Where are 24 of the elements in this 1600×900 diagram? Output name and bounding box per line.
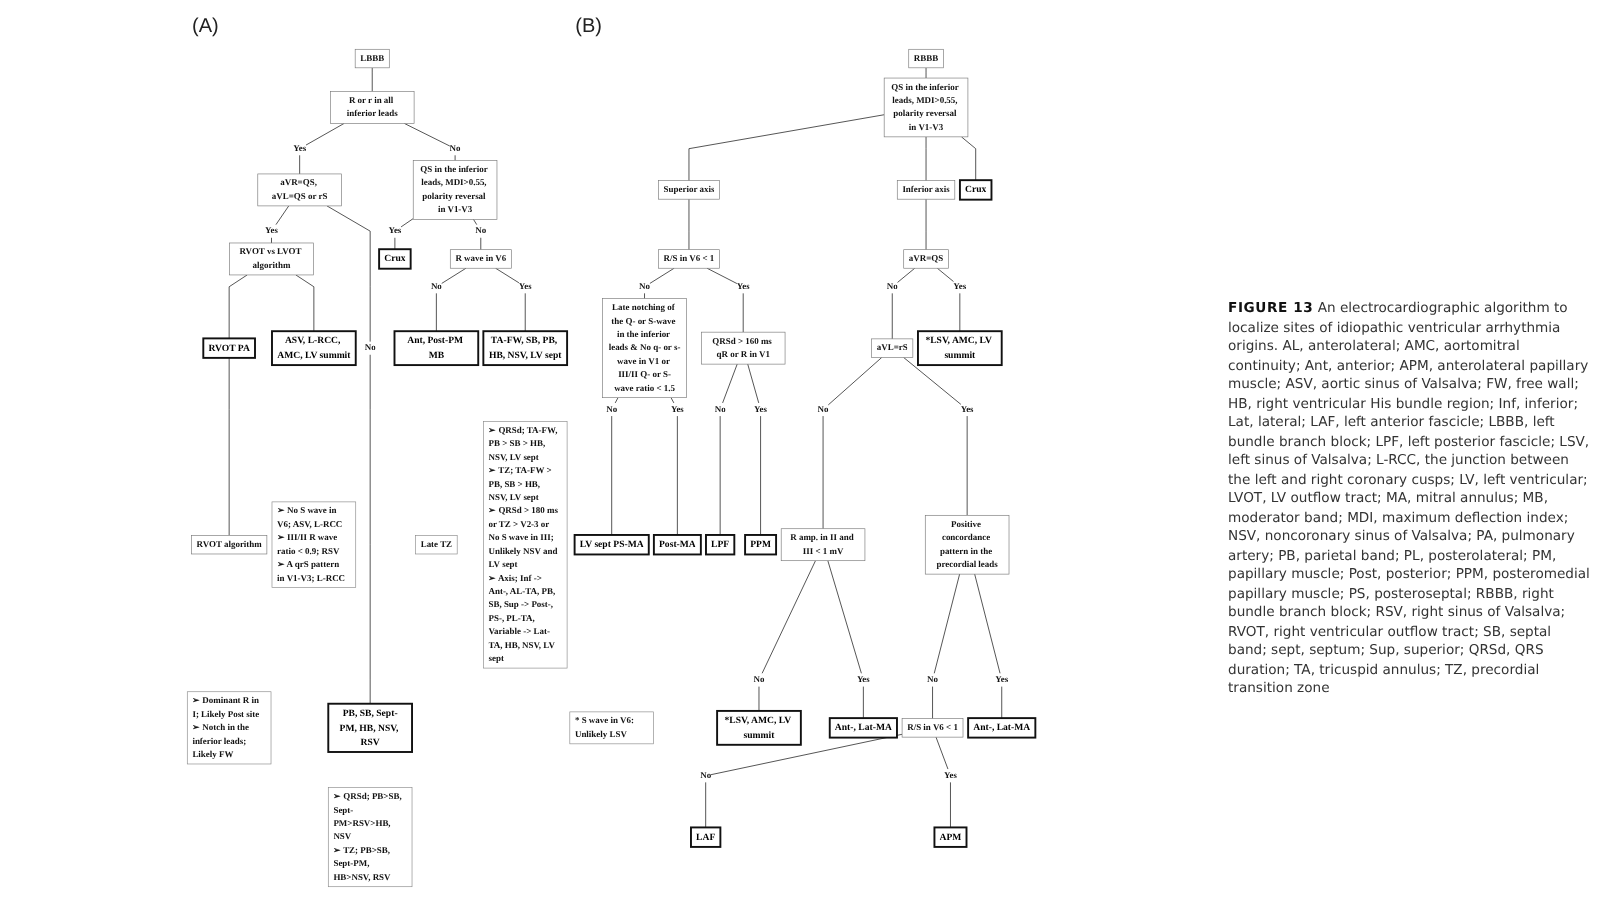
connector xyxy=(705,733,904,828)
connector xyxy=(296,274,315,332)
connector xyxy=(936,736,952,828)
connector xyxy=(759,560,817,712)
panel-label: (A) xyxy=(192,17,219,38)
connector xyxy=(961,136,977,181)
connector xyxy=(828,560,865,719)
connector xyxy=(327,205,372,705)
connector xyxy=(229,274,249,339)
connector xyxy=(823,357,883,530)
connector xyxy=(671,397,679,536)
panel-label: (B) xyxy=(575,17,602,38)
connector xyxy=(689,114,886,182)
connector xyxy=(720,363,739,536)
connector xyxy=(748,363,762,536)
connector xyxy=(404,123,457,161)
connector xyxy=(229,357,231,536)
connector xyxy=(892,267,916,340)
connector xyxy=(611,397,620,536)
connector xyxy=(903,357,969,516)
connector xyxy=(473,218,482,251)
connector xyxy=(299,123,346,175)
connector xyxy=(974,573,1003,719)
connector xyxy=(932,573,961,719)
